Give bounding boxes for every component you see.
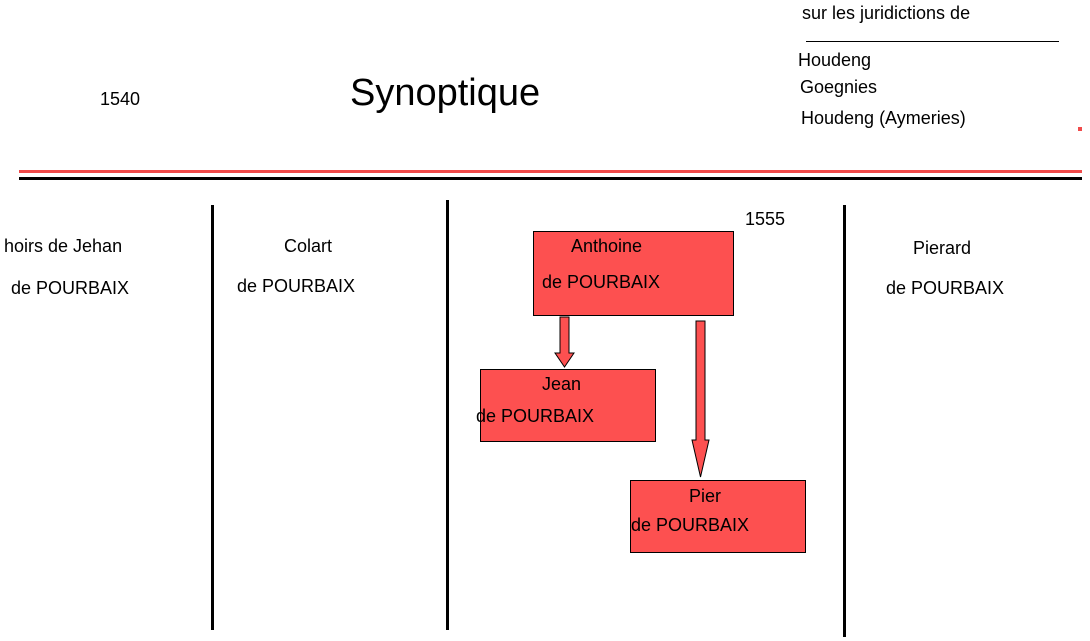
red-rule (19, 170, 1082, 173)
column-divider-2 (446, 200, 449, 630)
column-divider-1 (211, 205, 214, 630)
box-anthoine-surname: de POURBAIX (542, 272, 661, 292)
year-1540: 1540 (100, 89, 141, 109)
column-2-surname: de POURBAIX (237, 276, 356, 296)
arrow-anthoine-to-jean (554, 316, 575, 368)
jurisdiction-goegnies: Goegnies (800, 77, 878, 97)
column-divider-3 (843, 205, 846, 637)
column-4-name: Pierard (913, 238, 972, 258)
box-jean-name: Jean (542, 374, 582, 394)
arrow-anthoine-to-pier (691, 320, 710, 478)
red-mark (1078, 127, 1082, 131)
box-jean-surname: de POURBAIX (476, 406, 595, 426)
box-anthoine (533, 231, 734, 316)
column-1-surname: de POURBAIX (11, 278, 130, 298)
box-jean (480, 369, 656, 442)
jurisdictions-intro: sur les juridictions de (802, 3, 971, 23)
black-rule (19, 177, 1082, 180)
column-2-name: Colart (284, 236, 333, 256)
column-1-name: hoirs de Jehan (4, 236, 123, 256)
box-pier (630, 480, 806, 553)
box-pier-name: Pier (689, 486, 722, 506)
box-anthoine-name: Anthoine (571, 236, 643, 256)
jurisdiction-houdeng-aymeries: Houdeng (Aymeries) (801, 108, 966, 128)
jurisdiction-houdeng: Houdeng (798, 50, 872, 70)
column-4-surname: de POURBAIX (886, 278, 1005, 298)
box-pier-surname: de POURBAIX (631, 515, 750, 535)
year-1555: 1555 (745, 209, 786, 229)
page-title: Synoptique (350, 72, 541, 114)
jurisdictions-underline (806, 41, 1059, 42)
